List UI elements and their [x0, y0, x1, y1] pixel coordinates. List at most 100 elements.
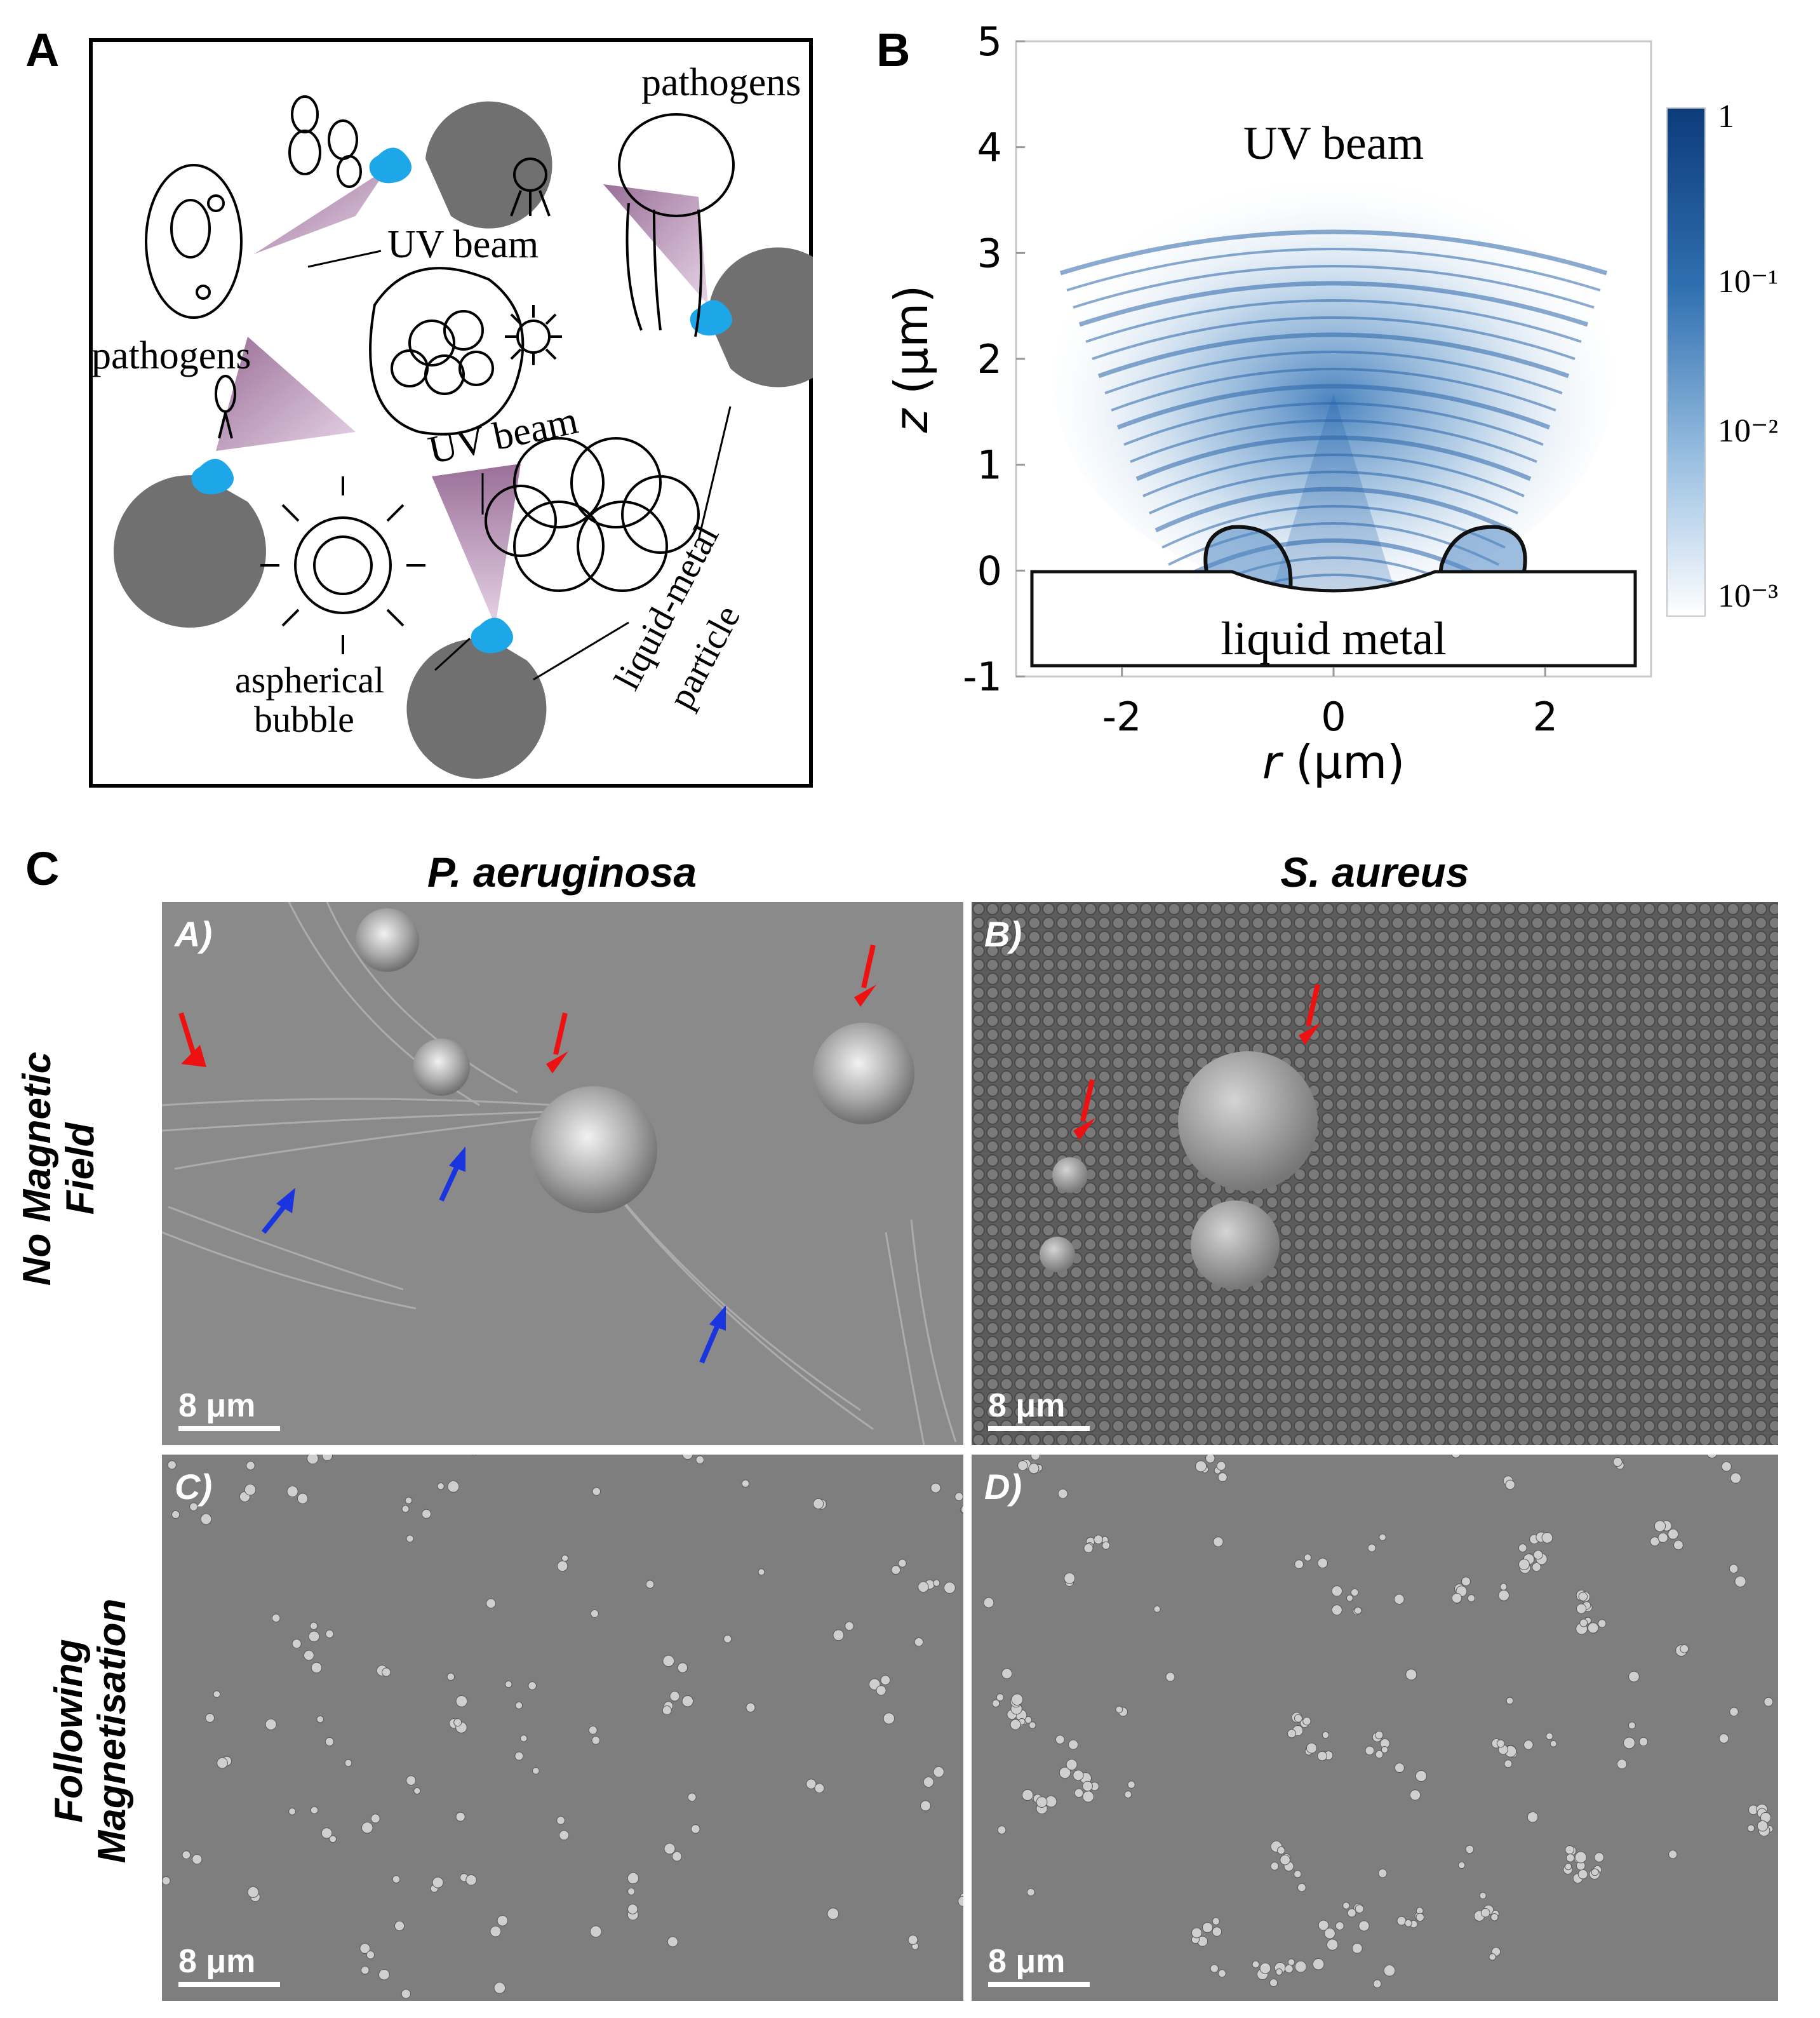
panel-c-letter: C	[25, 842, 60, 895]
sem-particle	[1756, 1820, 1769, 1832]
sem-particle	[1404, 1919, 1412, 1927]
column-title-p-aeruginosa: P. aeruginosa	[427, 849, 697, 896]
sem-particle	[1302, 1717, 1311, 1726]
sem-particle	[370, 1813, 380, 1824]
sem-particle	[401, 1989, 411, 1999]
sem-particle	[1533, 1550, 1543, 1560]
sem-particle	[1628, 1671, 1640, 1683]
sem-particle	[1331, 1585, 1343, 1597]
sem-particle	[958, 1895, 963, 1907]
sem-particle	[662, 1705, 672, 1716]
y-tick-label: 1	[977, 442, 1002, 488]
sem-particle	[723, 1634, 732, 1643]
sem-particle	[1668, 1528, 1679, 1540]
colorbar	[1666, 107, 1706, 617]
sem-particle	[588, 1725, 598, 1735]
sem-particle	[1324, 1927, 1335, 1939]
sem-particle	[627, 1904, 638, 1914]
scale-bar-d: 8 μm	[988, 1942, 1090, 1987]
sem-particle	[1734, 1575, 1746, 1587]
sem-particle	[1059, 1766, 1071, 1779]
sem-particle	[933, 1579, 940, 1587]
sem-particle	[447, 1480, 460, 1493]
sem-particle	[1504, 1759, 1513, 1768]
uv-beam-cone-1	[254, 168, 387, 254]
sem-particle	[200, 1513, 212, 1525]
sem-particle	[528, 1681, 537, 1690]
sem-particle	[455, 1812, 465, 1822]
sem-particle	[1304, 1554, 1312, 1561]
sem-particle	[1270, 1862, 1279, 1871]
sem-particle	[1394, 1763, 1405, 1773]
sem-particle	[687, 1793, 697, 1802]
pathogen-jellyfish	[618, 113, 735, 337]
liquid-metal-label: liquid metal	[1221, 613, 1447, 665]
sem-particle	[505, 1680, 512, 1688]
sem-particle	[1680, 1644, 1689, 1653]
sem-particle	[561, 1554, 569, 1562]
sem-particle	[1763, 1697, 1774, 1707]
sem-particle	[213, 1690, 221, 1698]
sem-particle	[1317, 1557, 1328, 1569]
interference-fringe	[1142, 454, 1525, 497]
sem-particle	[1480, 1907, 1490, 1918]
sem-particle	[1350, 1588, 1359, 1597]
sem-particle	[1322, 1731, 1330, 1739]
sem-particle	[1565, 1845, 1575, 1855]
red-arrows	[178, 945, 876, 1073]
pointer-line-bubble	[434, 637, 471, 671]
scale-bar-line	[178, 1426, 280, 1431]
sem-particle	[1654, 1520, 1666, 1532]
interference-fringe	[1149, 471, 1518, 515]
sem-particle	[1718, 1733, 1729, 1744]
sem-particle	[1205, 1455, 1215, 1463]
pathogen-spores	[288, 95, 362, 188]
sem-particle	[455, 1695, 468, 1707]
interference-fringe	[1066, 248, 1601, 292]
y-tick-label: 0	[977, 548, 1002, 594]
sem-image-d: D) 8 μm	[972, 1455, 1778, 2001]
sem-particle	[954, 1492, 963, 1502]
sem-particle	[405, 1497, 413, 1505]
sem-particle	[189, 1502, 198, 1511]
particle-3	[113, 475, 266, 628]
particle-1	[425, 101, 552, 229]
sem-particle	[265, 1718, 277, 1730]
schematic-svg: pathogens pathogens UV beam UV beam asph…	[89, 38, 848, 788]
y-axis-label: z (μm)	[885, 285, 938, 434]
sem-particle	[493, 1982, 506, 1994]
sphere-3	[1052, 1157, 1088, 1193]
sem-b-texture	[972, 902, 1778, 1445]
sem-particle	[1153, 1605, 1161, 1613]
sem-particle	[1347, 1908, 1356, 1918]
sem-particle	[1657, 1532, 1668, 1544]
sem-particle	[291, 1639, 302, 1649]
sem-particle	[309, 1622, 318, 1630]
sem-particle	[1277, 1846, 1285, 1855]
scale-bar-line	[988, 1982, 1090, 1987]
sem-particle	[1379, 1533, 1386, 1541]
sem-corner-label-d: D)	[984, 1467, 1022, 1507]
sem-particle	[1650, 1537, 1660, 1547]
sem-particle	[1489, 1953, 1496, 1961]
interference-fringe	[1059, 229, 1608, 276]
sem-particle	[1730, 1472, 1741, 1484]
colorbar-tick-3: 10⁻²	[1718, 413, 1778, 449]
interference-fringe	[1092, 316, 1576, 360]
sem-particle	[1024, 1716, 1033, 1724]
sem-particle	[1306, 1742, 1317, 1754]
sem-particle	[1394, 1594, 1405, 1604]
sem-particle	[1331, 1604, 1342, 1616]
sem-particle	[359, 1943, 371, 1954]
sem-particle	[997, 1826, 1007, 1834]
column-title-s-aureus: S. aureus	[1280, 849, 1469, 896]
sem-particle	[1294, 1559, 1304, 1570]
sem-particle	[486, 1598, 497, 1609]
sem-particle	[1068, 1739, 1079, 1750]
sem-particle	[672, 1851, 682, 1862]
sem-particle	[1026, 1888, 1035, 1897]
sem-particle	[1587, 1622, 1599, 1634]
bubble-3	[191, 459, 234, 495]
interference-fringe	[1130, 419, 1537, 463]
